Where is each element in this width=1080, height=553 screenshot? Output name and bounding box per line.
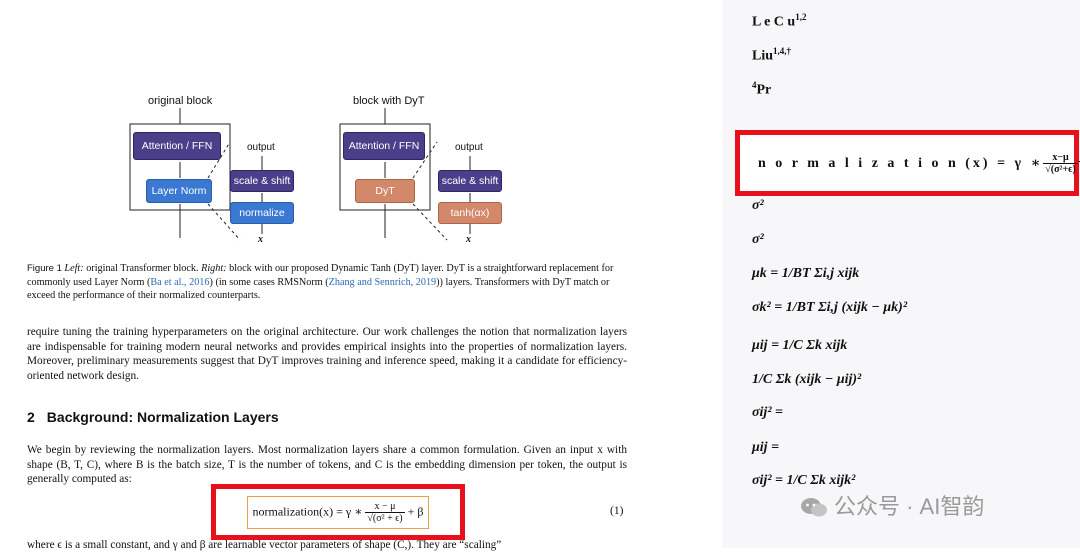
math-line-6: 1/C Σk (xijk − μij)² xyxy=(752,372,862,387)
math-line-3: μk = 1/BT Σi,j xijk xyxy=(752,266,860,281)
affiliation-sup: 4 xyxy=(752,80,757,90)
author-line-1: L e C u1,2 xyxy=(752,12,806,31)
eq1-rhs: + β xyxy=(404,503,424,518)
author-line-1-sup: 1,2 xyxy=(795,12,807,22)
math-line-2: σ² xyxy=(752,232,764,247)
caption-text-3: ) (in some cases RMSNorm ( xyxy=(209,276,329,288)
watermark: 公众号 · AI智韵 xyxy=(800,489,984,521)
paragraph-intro: require tuning the training hyperparamet… xyxy=(27,326,627,382)
attention-ffn-block-right: Attention / FFN xyxy=(343,132,425,160)
math-line-1: σ² xyxy=(752,198,764,213)
citation-ba-2016[interactable]: Ba et al., 2016 xyxy=(150,276,210,288)
math-line-9: σij² = 1/C Σk xijk² xyxy=(752,473,856,488)
affiliation-text: Pr xyxy=(756,82,772,98)
math-line-8: μij = xyxy=(752,440,780,455)
figure-caption: Figure 1 Left: original Transformer bloc… xyxy=(27,262,627,303)
eq2-denominator: √(σ²+ϵ) xyxy=(1045,163,1076,175)
equation-2-highlight: n o r m a l i z a t i o n (x) = γ ∗ x−μ√… xyxy=(735,130,1080,196)
wechat-icon xyxy=(800,497,828,519)
citation-zhang-2019[interactable]: Zhang and Sennrich, 2019 xyxy=(328,276,437,288)
tanh-block: tanh(αx) xyxy=(438,202,502,224)
caption-right-label: Right: xyxy=(201,263,227,274)
eq2-numerator: x−μ xyxy=(1043,152,1078,164)
layer-norm-block: Layer Norm xyxy=(146,179,212,203)
normalize-block: normalize xyxy=(230,202,294,224)
attention-ffn-block-left: Attention / FFN xyxy=(133,132,221,160)
dyt-block: DyT xyxy=(355,179,415,203)
caption-text-2: block with our proposed Dynamic Tanh (Dy… xyxy=(27,263,614,288)
eq1-lhs: normalization(x) = γ ∗ xyxy=(252,503,366,518)
author-line-2: Liu1,4,† xyxy=(752,46,791,65)
math-line-7: σij² = xyxy=(752,405,784,420)
input-x-right: x xyxy=(466,234,471,245)
watermark-text: 公众号 · AI智韵 xyxy=(834,494,985,519)
section-number: 2 xyxy=(27,409,35,425)
author-line-2-sup: 1,4,† xyxy=(773,46,792,56)
caption-left-label: Left: xyxy=(64,263,84,274)
caption-text-1: original Transformer block. xyxy=(83,263,202,274)
figure-title-original: original block xyxy=(148,95,213,107)
math-line-4: σk² = 1/BT Σi,j (xijk − μk)² xyxy=(752,300,908,315)
math-line-5: μij = 1/C Σk xijk xyxy=(752,338,848,353)
equation-number: (1) xyxy=(610,505,624,517)
output-label-left: output xyxy=(247,142,275,153)
equation-1-highlight: normalization(x) = γ ∗ x − μ√(σ² + ϵ) + … xyxy=(211,484,465,540)
eq1-denominator: √(σ² + ϵ) xyxy=(367,512,403,524)
section-title: Background: Normalization Layers xyxy=(46,409,279,425)
extracted-text-panel: L e C u1,2 Liu1,4,† 4Pr n o r m a l i z … xyxy=(722,0,1080,548)
caption-label: Figure 1 xyxy=(27,263,62,274)
input-x-left: x xyxy=(258,234,263,245)
figure-title-dyt: block with DyT xyxy=(353,95,425,107)
eq2-lhs: n o r m a l i z a t i o n (x) = γ ∗ xyxy=(758,155,1044,171)
paragraph-background: We begin by reviewing the normalization … xyxy=(27,444,627,486)
paper-panel: original block block with DyT xyxy=(27,95,627,551)
figure-connectors xyxy=(129,108,471,241)
author-line-2-text: Liu xyxy=(752,48,774,64)
scale-shift-block-right: scale & shift xyxy=(438,170,502,192)
author-line-1-text: L e C u xyxy=(752,14,796,30)
output-label-right: output xyxy=(455,142,483,153)
caption-text-4: )) layers. Transformers with DyT match o… xyxy=(27,276,610,302)
scale-shift-block-left: scale & shift xyxy=(230,170,294,192)
eq2-rhs: + β xyxy=(1078,155,1080,171)
section-heading: 2 Background: Normalization Layers xyxy=(27,409,291,425)
paragraph-where: where ϵ is a small constant, and γ and β… xyxy=(27,539,502,551)
eq1-numerator: x − μ xyxy=(365,501,405,513)
affiliation-line: 4Pr xyxy=(752,80,771,99)
equation-1: normalization(x) = γ ∗ x − μ√(σ² + ϵ) + … xyxy=(246,495,430,529)
